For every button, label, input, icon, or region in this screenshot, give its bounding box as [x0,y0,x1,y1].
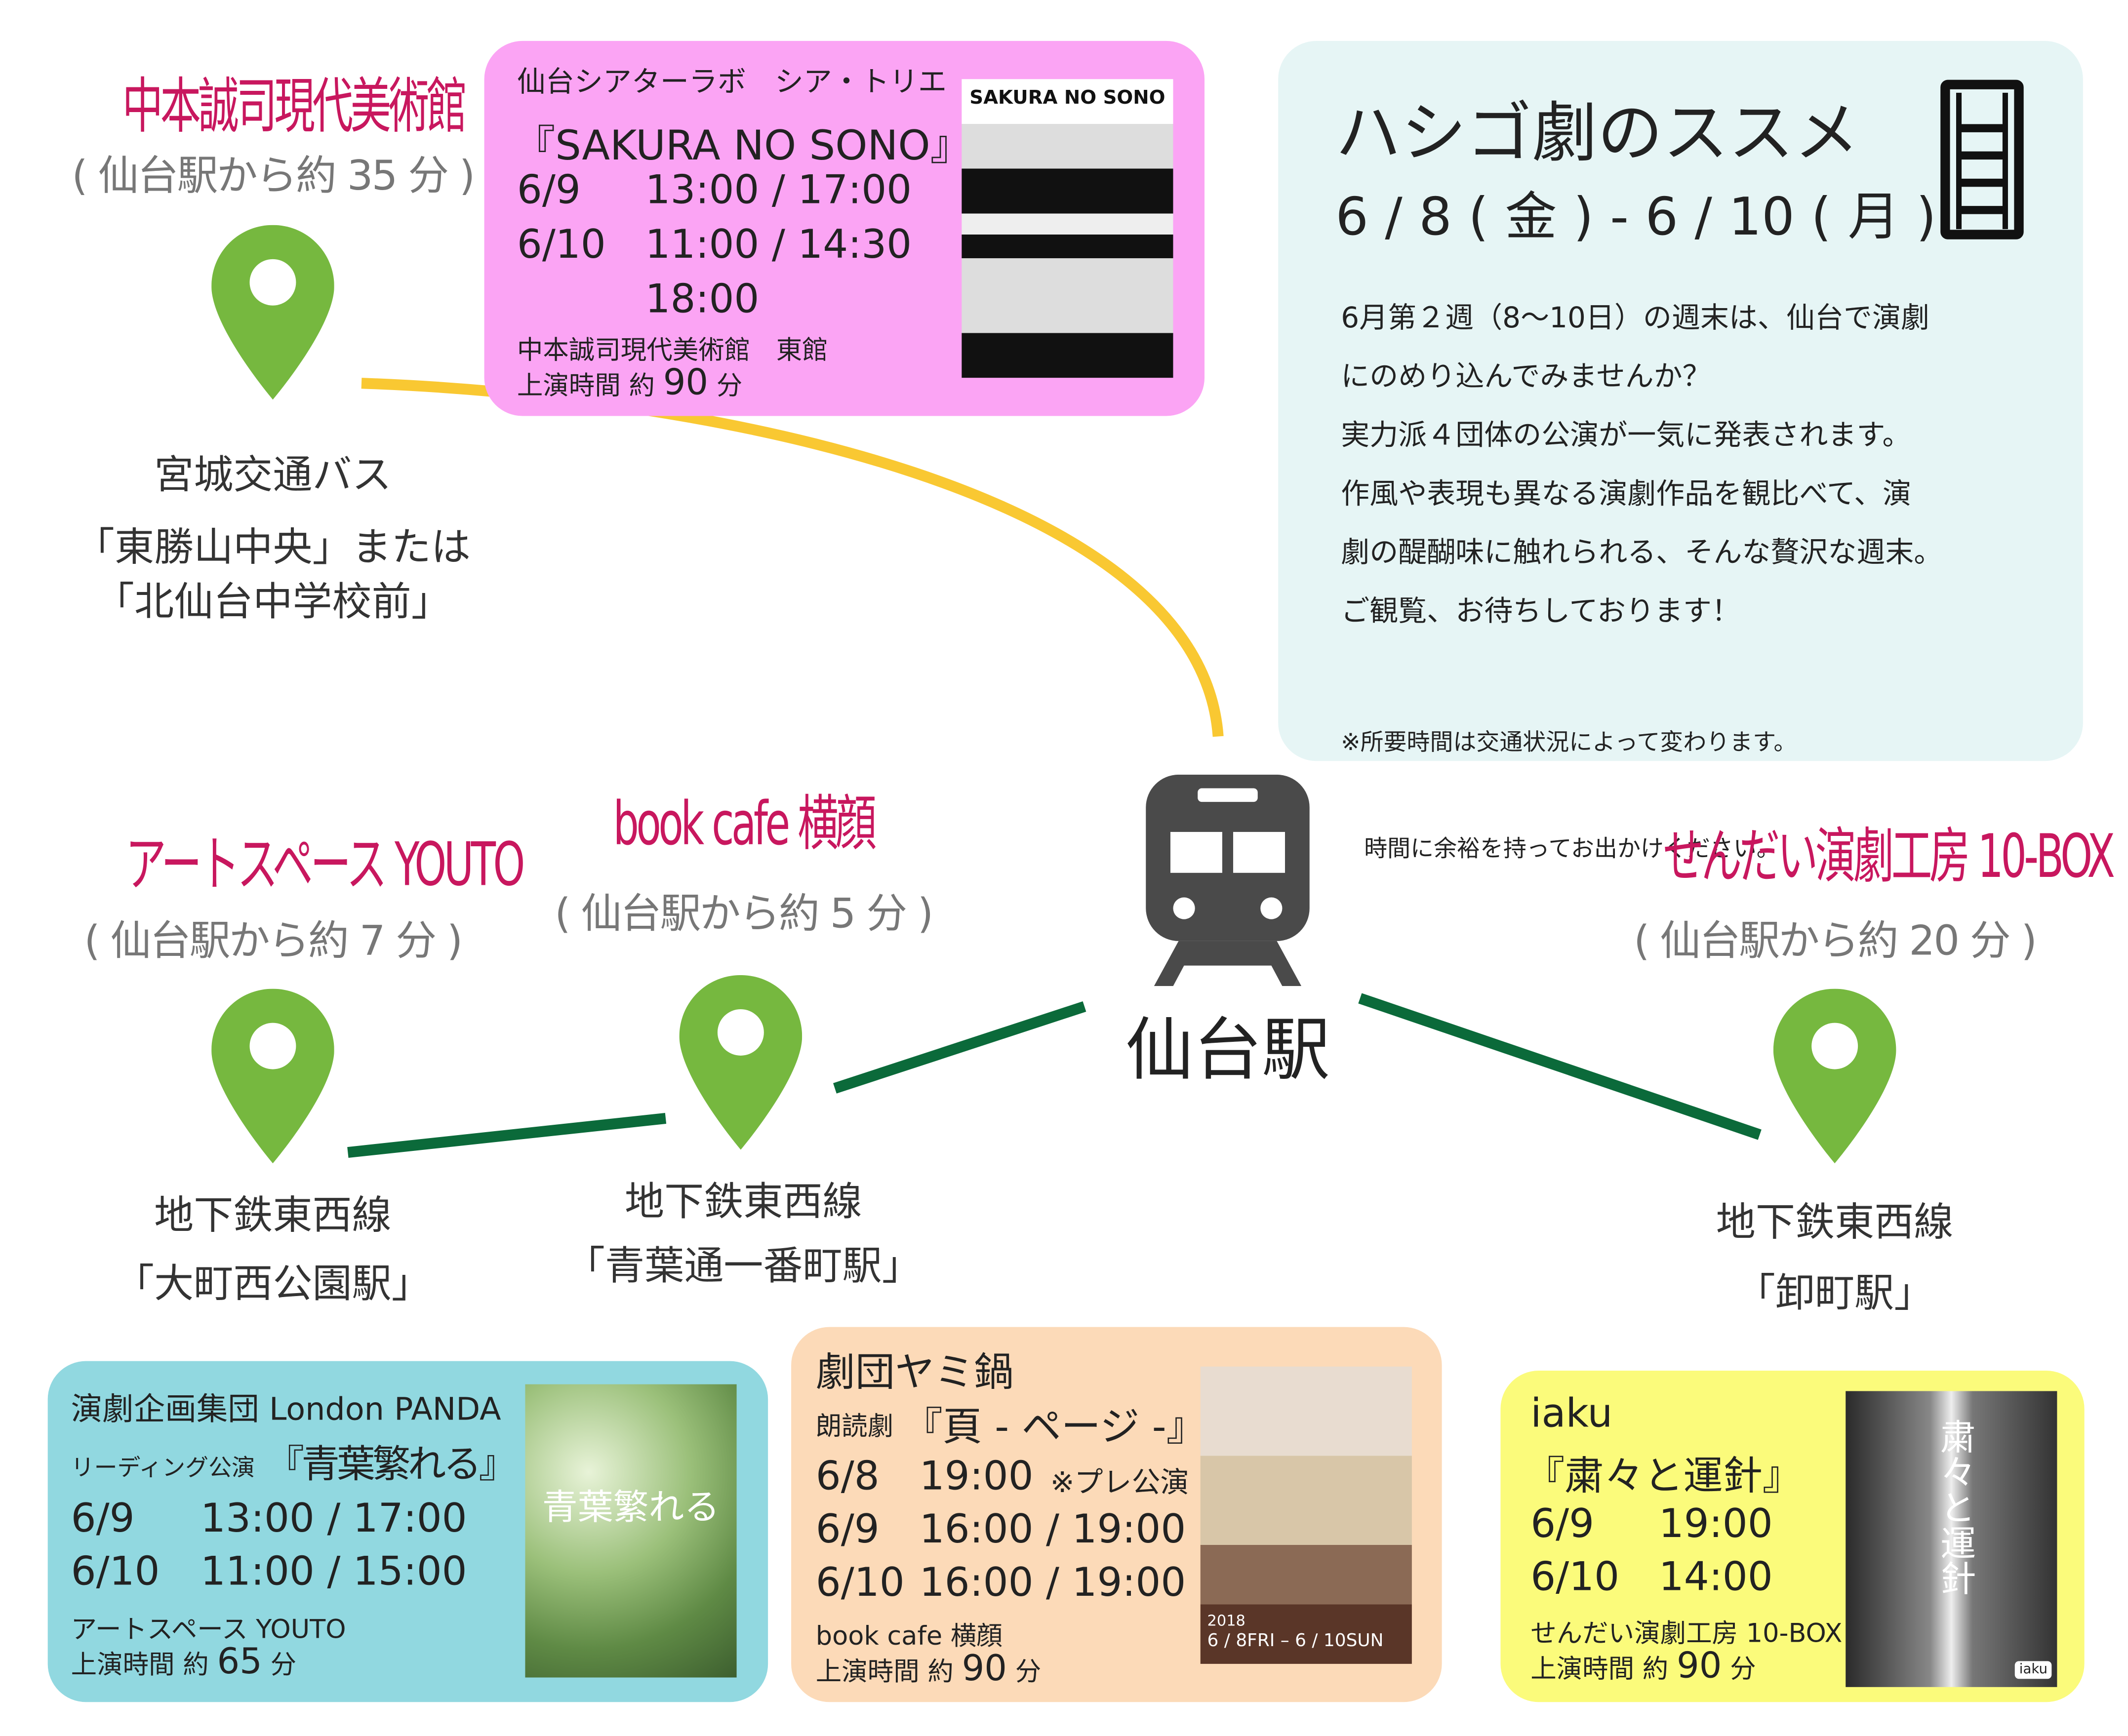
show-duration: 上演時間 約 90 分 [815,1649,1042,1690]
show-title: 『粛々と運針』 [1525,1452,1802,1499]
intro-title: ハシゴ劇のススメ [1335,95,1859,172]
intro-paragraph: にのめり込んでみませんか？ [1341,360,1711,393]
show-card-sakura: 仙台シアターラボ シア・トリエ 『SAKURA NO SONO』 6/9 13:… [484,40,1205,416]
access-stop: 「北仙台中学校前」 [94,578,451,625]
station-name: 仙台駅 [1125,1010,1330,1090]
show-venue: アートスペース YOUTO [71,1615,346,1645]
schedule-times: 14:00 [1658,1553,1773,1600]
poster-image: SAKURA NO SONO [962,79,1173,378]
company-name: iaku [1530,1389,1613,1436]
map-pin-icon [679,975,803,1150]
schedule-times: 13:00 / 17:00 [645,166,912,213]
venue-name: 中本誠司現代美術館 [122,72,467,142]
company-name: 仙台シアターラボ シア・トリエ [517,65,947,98]
show-duration: 上演時間 約 90 分 [517,362,743,404]
poster-title: 粛々と運針 [1934,1418,1975,1596]
show-duration: 上演時間 約 65 分 [71,1642,297,1683]
map-pin-icon [211,225,334,400]
schedule-times: 19:00 [1658,1500,1773,1547]
schedule-date: 6/10 [1530,1553,1620,1600]
schedule-date: 6/9 [71,1495,135,1541]
show-card-yaminabe: 劇団ヤミ鍋 朗読劇 『頁 - ページ -』 6/8 19:00 ※プレ公演 6/… [791,1327,1442,1702]
show-duration: 上演時間 約 90 分 [1530,1646,1756,1687]
note-line: ※所要時間は交通状況によって変わります。 [1341,729,1797,757]
venue-travel-time: ( 仙台駅から約 20 分 ) [1634,917,2037,966]
poster-logo: iaku [2015,1661,2052,1679]
venue-travel-time: ( 仙台駅から約 35 分 ) [72,153,475,201]
show-title: 『青葉繁れる』 [266,1441,517,1487]
intro-note: ※所要時間は交通状況によって変わります。 時間に余裕を持ってお出かけください。 [1341,655,1797,939]
venue-name: せんだい演劇工房 10-BOX [1663,822,2115,892]
intro-paragraph: 6月第２週（8～10日）の週末は、仙台で演劇 [1341,301,1930,334]
poster-year: 2018 [1207,1612,1245,1630]
show-venue: book cafe 横顔 [815,1621,1003,1652]
poster-title: 青葉繁れる [542,1488,720,1529]
schedule-date: 6/9 [517,166,581,213]
show-venue: 中本誠司現代美術館 東館 [517,335,828,366]
show-type: リーディング公演 [71,1455,255,1483]
show-card-iaku: iaku 『粛々と運針』 6/9 19:00 6/10 14:00 せんだい演劇… [1500,1371,2085,1702]
schedule-date: 6/10 [517,221,606,268]
access-stop: 「大町西公園駅」 [114,1260,431,1307]
intro-paragraph: 実力派４団体の公演が一気に発表されます。 [1341,418,1911,452]
access-line: 地下鉄東西線 [154,1192,392,1239]
intro-body: 6月第２週（8～10日）の週末は、仙台で演劇 にのめり込んでみませんか？ 実力派… [1341,289,1942,641]
company-name: 劇団ヤミ鍋 [815,1348,1014,1395]
note-line: 時間に余裕を持ってお出かけください。 [1341,836,1780,864]
map-pin-icon [1773,988,1896,1164]
schedule-times: 11:00 / 14:30 [645,221,912,268]
venue-name: book cafe 横顔 [613,789,877,860]
poster-image: 青葉繁れる [525,1384,737,1678]
show-type: 朗読劇 [815,1411,894,1442]
access-stop: 「青葉通一番町駅」 [565,1242,922,1289]
intro-paragraph: 劇の醍醐味に触れられる、そんな贅沢な週末。 [1341,536,1943,569]
access-stop: 「卸町駅」 [1735,1269,1934,1316]
venue-travel-time: ( 仙台駅から約 5 分 ) [555,890,933,939]
map-pin-icon [211,988,334,1164]
schedule-times: 11:00 / 15:00 [201,1548,467,1595]
schedule-date: 6/10 [815,1559,905,1606]
poster-image: 粛々と運針 iaku [1846,1391,2057,1687]
ladder-icon [1940,79,2024,239]
access-line: 宮城交通バス [154,451,392,498]
subway-line-bookcafe [833,1001,1086,1094]
schedule-date: 6/8 [815,1452,880,1499]
schedule-date: 6/9 [815,1505,880,1552]
schedule-date: 6/9 [1530,1500,1595,1547]
poster-title: SAKURA NO SONO [969,87,1165,109]
access-stop: 「東勝山中央」または [75,523,471,570]
train-icon [1146,774,1310,986]
bus-route-line [361,378,1224,737]
access-line: 地下鉄東西線 [625,1178,862,1225]
poster-image: 2018 6 / 8FRI – 6 / 10SUN [1200,1366,1412,1664]
show-title: 『頁 - ページ -』 [903,1403,1206,1450]
schedule-date: 6/10 [71,1548,160,1595]
schedule-times: 16:00 / 19:00 [919,1505,1186,1552]
subway-line-youto [347,1113,667,1158]
show-venue: せんだい演劇工房 10-BOX [1530,1618,1843,1649]
venue-name: アートスペース YOUTO [125,830,525,901]
intro-panel: ハシゴ劇のススメ 6 / 8 ( 金 ) - 6 / 10 ( 月 ) 6月第２… [1278,40,2083,863]
intro-dates: 6 / 8 ( 金 ) - 6 / 10 ( 月 ) [1335,187,1936,247]
show-card-london-panda: 演劇企画集団 London PANDA リーディング公演 『青葉繁れる』 6/9… [47,1361,768,1702]
company-name: 演劇企画集団 London PANDA [71,1392,501,1428]
schedule-times: 16:00 / 19:00 [919,1559,1186,1606]
venue-travel-time: ( 仙台駅から約 7 分 ) [84,917,463,966]
access-line: 地下鉄東西線 [1716,1198,1954,1245]
intro-paragraph: ご観覧、お待ちしております！ [1341,594,1740,628]
schedule-times: 19:00 [919,1452,1034,1499]
show-title: 『SAKURA NO SONO』 [514,122,971,171]
poster-dates: 6 / 8FRI – 6 / 10SUN [1207,1631,1384,1652]
schedule-times: 18:00 [645,275,760,322]
subway-line-10box [1358,993,1762,1140]
pre-show-note: ※プレ公演 [1050,1466,1189,1499]
intro-paragraph: 作風や表現も異なる演劇作品を観比べて、演 [1341,477,1912,511]
schedule-times: 13:00 / 17:00 [201,1495,467,1541]
